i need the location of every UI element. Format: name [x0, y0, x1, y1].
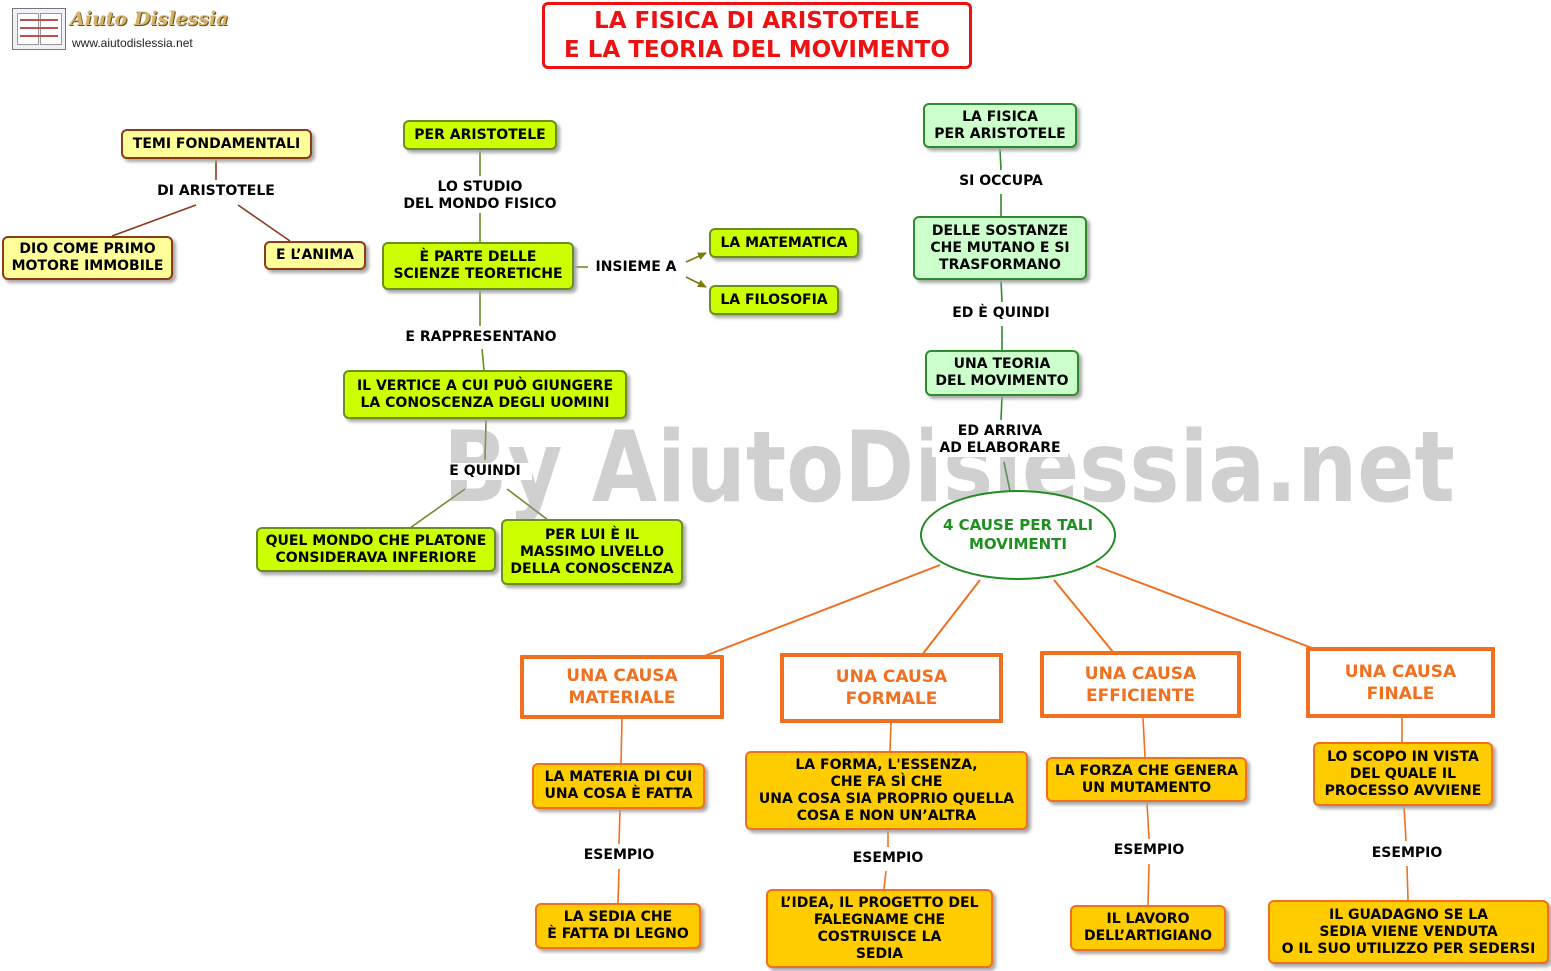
link-fisica-occupa [999, 148, 1002, 171]
link-arriva-cause [1003, 461, 1011, 492]
node-esempio-finale: IL GUADAGNO SE LA SEDIA VIENE VENDUTA O … [1268, 900, 1549, 964]
label-e-quindi: E QUINDI [438, 463, 532, 480]
page-title: LA FISICA DI ARISTOTELE E LA TEORIA DEL … [542, 2, 972, 69]
node-per-aristotele: PER ARISTOTELE [403, 120, 557, 150]
node-causa-efficiente: UNA CAUSA EFFICIENTE [1040, 651, 1241, 718]
site-logo[interactable]: Aiuto Dislessia www.aiutodislessia.net [12, 6, 228, 54]
logo-name: Aiuto Dislessia [70, 8, 229, 30]
book-icon [12, 8, 66, 50]
node-teoria-movimento: UNA TEORIA DEL MOVIMENTO [925, 350, 1079, 396]
link-di-dio [111, 204, 197, 237]
link-cause-finale [1095, 565, 1313, 649]
link-cause-materiale [701, 564, 941, 658]
link-esempio-finale-ex [1406, 865, 1409, 901]
node-mondo-platone: QUEL MONDO CHE PLATONE CONSIDERAVA INFER… [256, 527, 496, 572]
link-rappresentano-vertice [481, 348, 485, 371]
link-efficiente-def [1142, 717, 1146, 758]
node-def-efficiente: LA FORZA CHE GENERA UN MUTAMENTO [1046, 757, 1247, 802]
node-matematica: LA MATEMATICA [709, 228, 859, 258]
node-scienze-teoretiche: È PARTE DELLE SCIENZE TEORETICHE [382, 242, 574, 290]
label-e-rappresentano: E RAPPRESENTANO [397, 329, 565, 346]
link-formale-def [889, 722, 892, 752]
label-insieme-a: INSIEME A [588, 259, 684, 276]
node-causa-formale: UNA CAUSA FORMALE [780, 653, 1003, 723]
link-materiale-esempio [618, 809, 621, 845]
link-esempio-materiale-ex [617, 868, 620, 904]
node-quattro-cause: 4 CAUSE PER TALI MOVIMENTI [920, 490, 1116, 580]
node-def-materiale: LA MATERIA DI CUI UNA COSA È FATTA [532, 763, 705, 809]
link-esempio-efficiente-ex [1147, 863, 1150, 906]
link-insieme-matematica [685, 252, 707, 263]
node-causa-materiale: UNA CAUSA MATERIALE [520, 655, 724, 719]
link-vertice-quindi [484, 419, 487, 461]
link-quindi-platone [409, 488, 466, 529]
logo-url[interactable]: www.aiutodislessia.net [72, 36, 193, 50]
link-teoria-arriva [1000, 395, 1003, 421]
label-ed-arriva: ED ARRIVA AD ELABORARE [932, 423, 1068, 457]
node-anima: E L’ANIMA [264, 241, 366, 270]
node-causa-finale: UNA CAUSA FINALE [1306, 647, 1495, 718]
label-esempio-finale: ESEMPIO [1361, 845, 1453, 862]
node-esempio-formale: L’IDEA, IL PROGETTO DEL FALEGNAME CHE CO… [766, 889, 993, 968]
node-temi-fondamentali: TEMI FONDAMENTALI [121, 129, 312, 159]
label-esempio-efficiente: ESEMPIO [1103, 842, 1195, 859]
link-cause-efficiente [1053, 579, 1114, 653]
label-esempio-materiale: ESEMPIO [573, 847, 665, 864]
node-esempio-efficiente: IL LAVORO DELL’ARTIGIANO [1070, 905, 1226, 951]
node-massimo-livello: PER LUI È IL MASSIMO LIVELLO DELLA CONOS… [501, 519, 683, 585]
link-cause-formale [921, 579, 981, 656]
label-ed-e-quindi: ED È QUINDI [942, 305, 1060, 322]
link-sostanze-quindi [1000, 279, 1003, 303]
node-def-formale: LA FORMA, L'ESSENZA, CHE FA SÌ CHE UNA C… [745, 751, 1028, 830]
link-di-anima [237, 204, 291, 242]
link-finale-esempio [1403, 805, 1407, 842]
link-materiale-def [620, 718, 623, 764]
link-esempio-formale-ex [883, 870, 887, 890]
label-esempio-formale: ESEMPIO [842, 850, 934, 867]
node-fisica-aristotele: LA FISICA PER ARISTOTELE [923, 103, 1077, 148]
label-di-aristotele: DI ARISTOTELE [147, 183, 285, 200]
node-esempio-materiale: LA SEDIA CHE È FATTA DI LEGNO [535, 903, 701, 949]
label-lo-studio: LO STUDIO DEL MONDO FISICO [392, 179, 568, 213]
link-efficiente-esempio [1146, 801, 1150, 840]
link-quindi-massimo [506, 488, 549, 521]
link-insieme-filosofia [685, 276, 707, 288]
node-sostanze-mutano: DELLE SOSTANZE CHE MUTANO E SI TRASFORMA… [913, 216, 1087, 280]
node-def-finale: LO SCOPO IN VISTA DEL QUALE IL PROCESSO … [1313, 742, 1493, 806]
node-vertice-conoscenza: IL VERTICE A CUI PUÒ GIUNGERE LA CONOSCE… [343, 370, 627, 419]
node-filosofia: LA FILOSOFIA [709, 285, 839, 315]
node-dio-primo-motore: DIO COME PRIMO MOTORE IMMOBILE [2, 236, 173, 280]
label-si-occupa: SI OCCUPA [949, 173, 1053, 190]
